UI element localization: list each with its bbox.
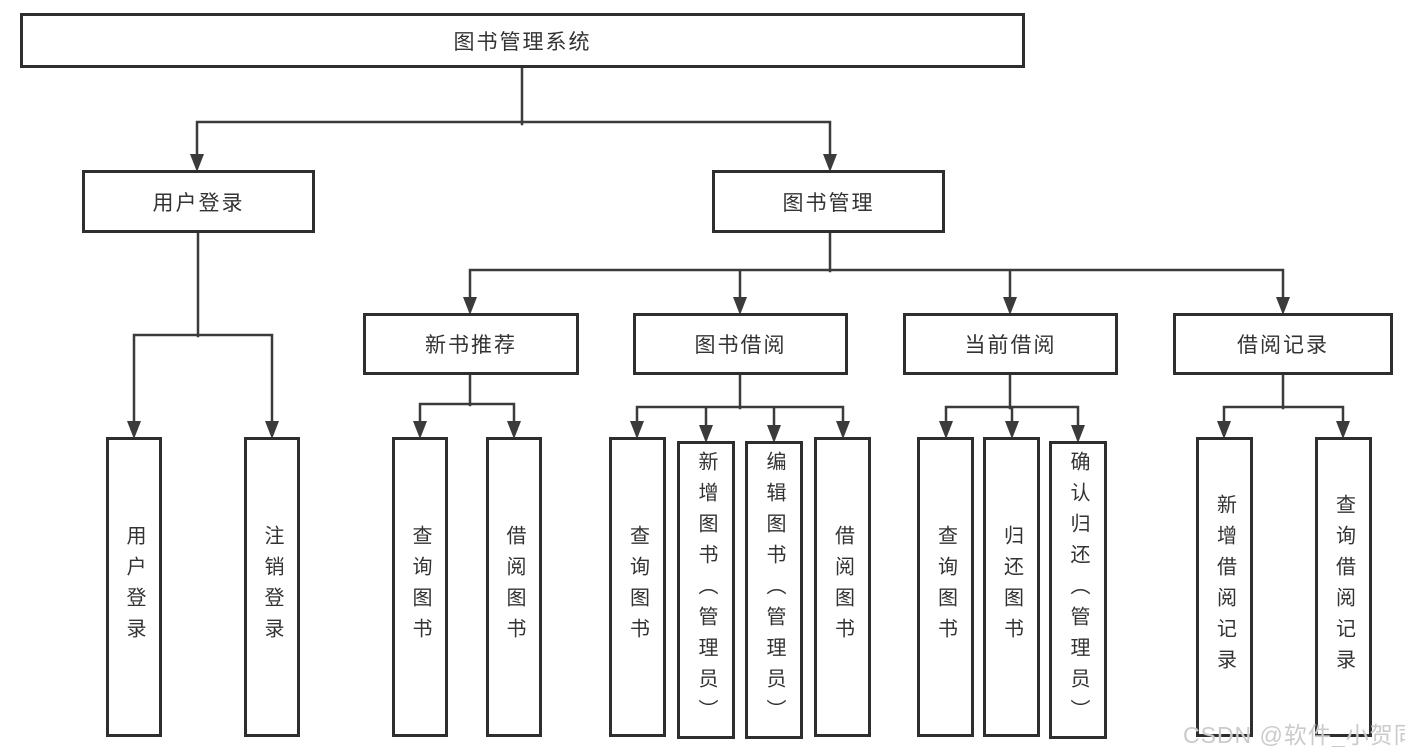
- leaf-cb-query-books: 查询图书: [917, 437, 974, 737]
- node-book-management-label: 图书管理: [782, 191, 875, 215]
- node-current-borrowing-label: 当前借阅: [964, 334, 1057, 357]
- leaf-user-login-label: 用户登录: [123, 525, 145, 649]
- leaf-bb-edit-books-admin-label: 编辑图书（管理员）: [763, 450, 785, 730]
- leaf-nbr-borrow-books-label: 借阅图书: [503, 525, 525, 649]
- node-new-book-recommend-label: 新书推荐: [425, 334, 517, 357]
- leaf-cb-return-books: 归还图书: [983, 437, 1040, 737]
- leaf-user-login: 用户登录: [106, 437, 162, 737]
- leaf-cb-return-books-label: 归还图书: [1000, 525, 1023, 649]
- node-book-management: 图书管理: [712, 170, 945, 233]
- watermark: CSDN @软件_小贺同学: [1183, 722, 1405, 747]
- leaf-bb-query-books-label: 查询图书: [626, 525, 649, 649]
- leaf-bb-add-books-admin: 新增图书（管理员）: [677, 441, 735, 739]
- node-borrowing-records: 借阅记录: [1173, 313, 1393, 375]
- leaf-nbr-query-books: 查询图书: [392, 437, 448, 737]
- leaf-bb-edit-books-admin: 编辑图书（管理员）: [745, 441, 803, 739]
- leaf-cb-confirm-return-admin: 确认归还（管理员）: [1049, 441, 1107, 739]
- leaf-cb-query-books-label: 查询图书: [934, 525, 957, 649]
- node-user-login-label: 用户登录: [152, 191, 245, 215]
- node-current-borrowing: 当前借阅: [903, 313, 1118, 375]
- node-root-label: 图书管理系统: [453, 30, 592, 54]
- connector-path: [132, 66, 1345, 431]
- leaf-logout-label: 注销登录: [261, 525, 283, 649]
- leaf-cb-confirm-return-admin-label: 确认归还（管理员）: [1067, 450, 1089, 730]
- node-book-borrowing-label: 图书借阅: [694, 334, 787, 357]
- node-borrowing-records-label: 借阅记录: [1237, 334, 1329, 357]
- leaf-bb-add-books-admin-label: 新增图书（管理员）: [695, 450, 717, 730]
- leaf-bb-borrow-books-label: 借阅图书: [831, 525, 854, 649]
- leaf-bb-query-books: 查询图书: [609, 437, 666, 737]
- node-root: 图书管理系统: [20, 13, 1025, 68]
- arrowheads: [127, 154, 1350, 443]
- node-book-borrowing: 图书借阅: [633, 313, 848, 375]
- leaf-br-add-record-label: 新增借阅记录: [1213, 494, 1236, 680]
- leaf-br-query-record-label: 查询借阅记录: [1332, 494, 1355, 680]
- leaf-nbr-borrow-books: 借阅图书: [486, 437, 542, 737]
- leaf-br-add-record: 新增借阅记录: [1196, 437, 1253, 737]
- leaf-nbr-query-books-label: 查询图书: [409, 525, 431, 649]
- leaf-bb-borrow-books: 借阅图书: [814, 437, 871, 737]
- leaf-logout: 注销登录: [244, 437, 300, 737]
- leaf-br-query-record: 查询借阅记录: [1315, 437, 1372, 737]
- node-new-book-recommend: 新书推荐: [363, 313, 579, 375]
- node-user-login: 用户登录: [82, 170, 315, 233]
